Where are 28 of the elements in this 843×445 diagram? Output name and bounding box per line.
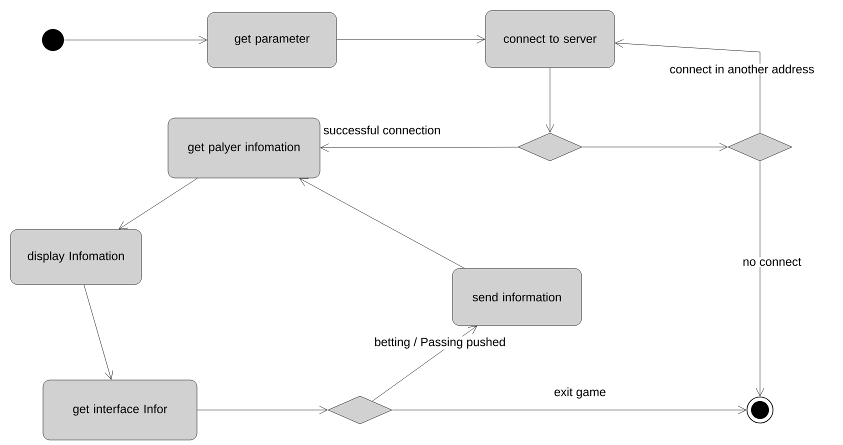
arrow (197, 406, 328, 414)
activity-box: get palyer infomation (168, 118, 320, 178)
decision-diamond (728, 132, 792, 162)
arrow (582, 142, 728, 152)
arrow (299, 178, 465, 268)
arrow (320, 144, 518, 152)
arrow (392, 406, 746, 414)
decision-diamond (328, 396, 392, 424)
arrow (84, 284, 114, 380)
activity-box: send information (452, 268, 582, 326)
arrow (756, 161, 764, 396)
edge-label: successful connection (322, 124, 442, 136)
activity-box: connect to server (485, 10, 615, 68)
arrow (118, 178, 198, 230)
edge-label: betting / Passing pushed (373, 336, 507, 350)
edge-label: exit game (553, 386, 608, 400)
arrow (614, 39, 760, 133)
end-dot (746, 396, 774, 424)
activity-box: get interface Infor (42, 380, 198, 440)
arrow (336, 35, 486, 44)
arrow (64, 36, 208, 44)
edge-label: connect in another address (668, 64, 816, 74)
activity-box: get parameter (207, 12, 337, 68)
start-dot (42, 29, 64, 51)
edge-label: no connect (742, 257, 802, 267)
arrow (546, 68, 554, 133)
decision-diamond (518, 132, 582, 162)
activity-box: display Infomation (10, 229, 142, 285)
